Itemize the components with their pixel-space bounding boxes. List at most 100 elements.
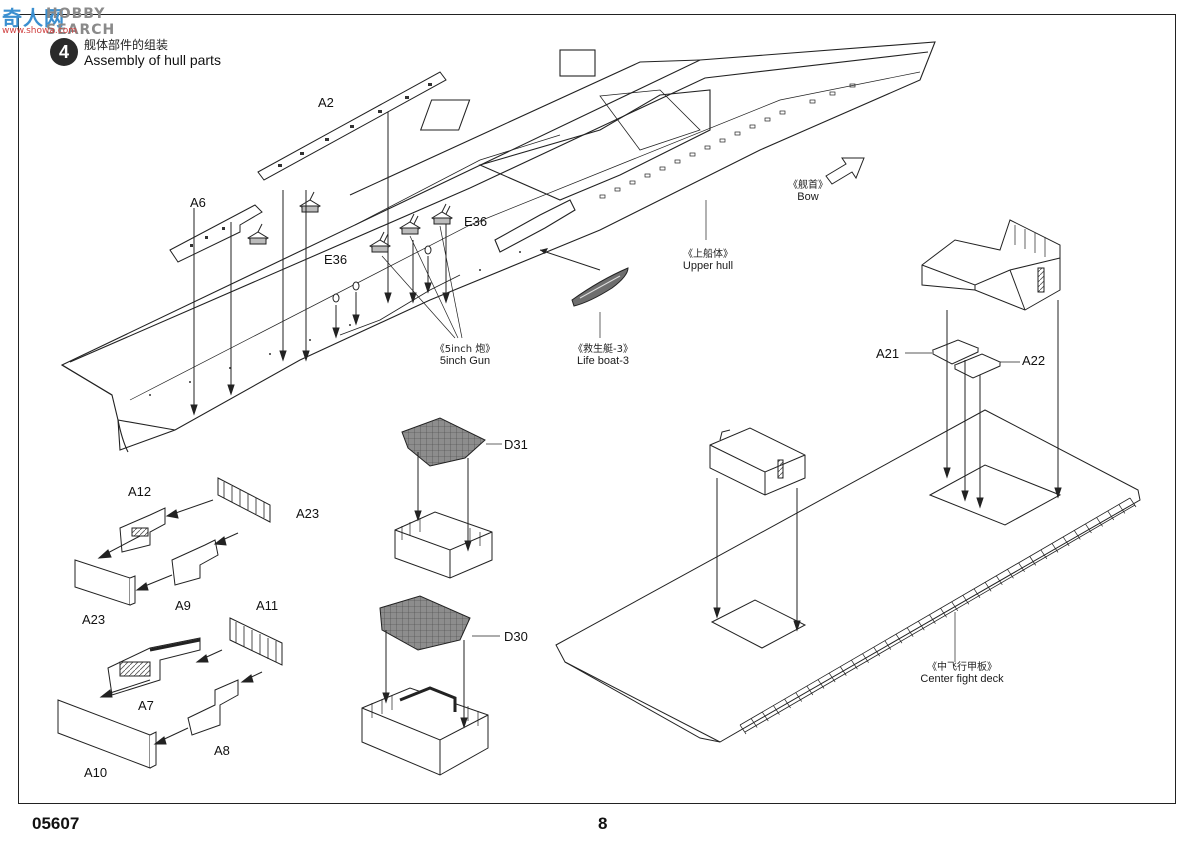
deck-edge-slat xyxy=(1129,497,1137,508)
callout-a23-right: A23 xyxy=(296,506,320,521)
caption-bow-cn: 《舰首》 xyxy=(788,180,828,191)
deck-edge-slat xyxy=(839,666,847,676)
deck-edge-slat xyxy=(995,575,1003,586)
page-number: 8 xyxy=(598,814,608,833)
product-code: 05607 xyxy=(32,814,80,833)
deck-edge-slat xyxy=(895,634,903,644)
callout-a12: A12 xyxy=(128,484,152,499)
caption-center-flight-deck-cn: 《中飞行甲板》 xyxy=(927,662,997,673)
part-a10 xyxy=(57,699,157,769)
deck-box-upper xyxy=(709,427,806,496)
part-a23-right xyxy=(217,477,271,523)
deck-edge-slat xyxy=(1040,549,1048,560)
deck-edge-slat xyxy=(873,646,881,657)
part-life-boat xyxy=(539,248,629,307)
caption-5inch-gun-cn: 《5inch 炮》 xyxy=(434,344,496,355)
caption-upper-hull: 《上船体》 Upper hull xyxy=(676,245,740,272)
hull-assembly-arrows xyxy=(190,112,707,416)
watermark: 奇人网 HOBBY SEARCH www.showa.com xyxy=(2,2,172,38)
deck-edge-slat xyxy=(929,614,936,624)
box-d30-base xyxy=(361,686,489,776)
deck-edge-slat xyxy=(1073,530,1081,540)
part-a12 xyxy=(119,507,166,553)
island-arrows xyxy=(905,300,1062,662)
callout-a23-left: A23 xyxy=(82,612,106,627)
deck-edge-slat xyxy=(739,724,747,735)
part-e36-guns xyxy=(247,191,453,303)
callout-d31: D31 xyxy=(504,437,528,452)
callout-d30: D30 xyxy=(504,629,528,644)
box-assembly-arrows xyxy=(382,452,472,729)
part-a6 xyxy=(169,204,263,263)
deck-edge-slat xyxy=(973,588,981,598)
deck-edge-slat xyxy=(917,621,925,631)
callout-a6: A6 xyxy=(190,195,206,210)
caption-bow: 《舰首》 Bow xyxy=(786,176,830,203)
callout-a22: A22 xyxy=(1022,353,1046,368)
caption-bow-en: Bow xyxy=(797,191,819,203)
part-a7 xyxy=(107,637,201,696)
deck-edge-slat xyxy=(984,582,992,592)
deck-edge-slat xyxy=(951,601,959,611)
callout-a7: A7 xyxy=(138,698,154,713)
part-a23-left xyxy=(74,559,136,606)
deck-edge-slat xyxy=(1007,569,1014,579)
callout-a10: A10 xyxy=(84,765,108,780)
callout-a21: A21 xyxy=(876,346,900,361)
caption-5inch-gun-en: 5inch Gun xyxy=(439,355,491,367)
deck-edge-slat xyxy=(962,595,970,605)
deck-edge-slat xyxy=(784,698,791,709)
deck-edge-slat xyxy=(884,640,892,650)
deck-edge-slat xyxy=(750,718,758,728)
page-frame xyxy=(18,14,1176,804)
deck-edge-slat xyxy=(761,711,769,722)
deck-box-arrows xyxy=(713,478,801,632)
caption-center-flight-deck: 《中飞行甲板》 Center fight deck xyxy=(912,658,1012,685)
caption-life-boat-en: Life boat-3 xyxy=(577,355,629,367)
callout-a2: A2 xyxy=(318,95,334,110)
deck-edge-slat xyxy=(1096,517,1103,527)
callout-a11: A11 xyxy=(256,598,279,613)
deck-edge-slat xyxy=(1018,562,1025,573)
deck-edge-slat xyxy=(1062,536,1070,547)
caption-5inch-gun: 《5inch 炮》 5inch Gun xyxy=(430,340,500,367)
upper-hull-drawing xyxy=(60,41,936,453)
deck-edge-slat xyxy=(1085,523,1092,534)
callout-a9: A9 xyxy=(175,598,191,613)
deck-edge-slat xyxy=(828,672,836,683)
caption-center-flight-deck-en: Center fight deck xyxy=(920,673,1004,685)
deck-edge-slat xyxy=(1051,543,1059,553)
deck-edge-slat xyxy=(1118,504,1126,514)
part-a9 xyxy=(171,539,219,586)
deck-edge-slat xyxy=(906,627,914,637)
step-title-english: Assembly of hull parts xyxy=(84,52,221,68)
watermark-url: www.showa.com xyxy=(2,26,77,36)
deck-edge-slat xyxy=(940,608,947,618)
deck-edge-slat xyxy=(795,692,803,702)
caption-upper-hull-cn: 《上船体》 xyxy=(683,249,733,260)
watermark-logo: 奇人网 xyxy=(2,6,65,30)
callout-e36-top: E36 xyxy=(464,214,488,229)
deck-edge-slat xyxy=(862,653,869,663)
caption-upper-hull-en: Upper hull xyxy=(682,260,734,272)
part-a2 xyxy=(257,71,447,181)
step-number-badge: 4 xyxy=(50,38,78,66)
center-flight-deck-drawing xyxy=(555,409,1141,743)
caption-life-boat-cn: 《救生艇-3》 xyxy=(573,344,633,355)
island-base xyxy=(921,219,1061,311)
part-a8 xyxy=(187,679,239,736)
step-title-chinese: 舰体部件的组装 xyxy=(84,38,169,52)
deck-edge-slat xyxy=(851,659,858,670)
box-d31-base xyxy=(394,511,493,579)
deck-edge-slat xyxy=(806,685,814,696)
deck-edge-slat xyxy=(773,705,780,715)
deck-edge-slat xyxy=(817,679,825,689)
left-parts-arrows xyxy=(97,499,263,745)
callout-e36-left: E36 xyxy=(324,252,348,267)
deck-edge-slat xyxy=(1107,510,1115,521)
part-d30-hatch xyxy=(379,595,500,651)
watermark-site: HOBBY SEARCH xyxy=(46,6,116,38)
callout-a8: A8 xyxy=(214,743,230,758)
